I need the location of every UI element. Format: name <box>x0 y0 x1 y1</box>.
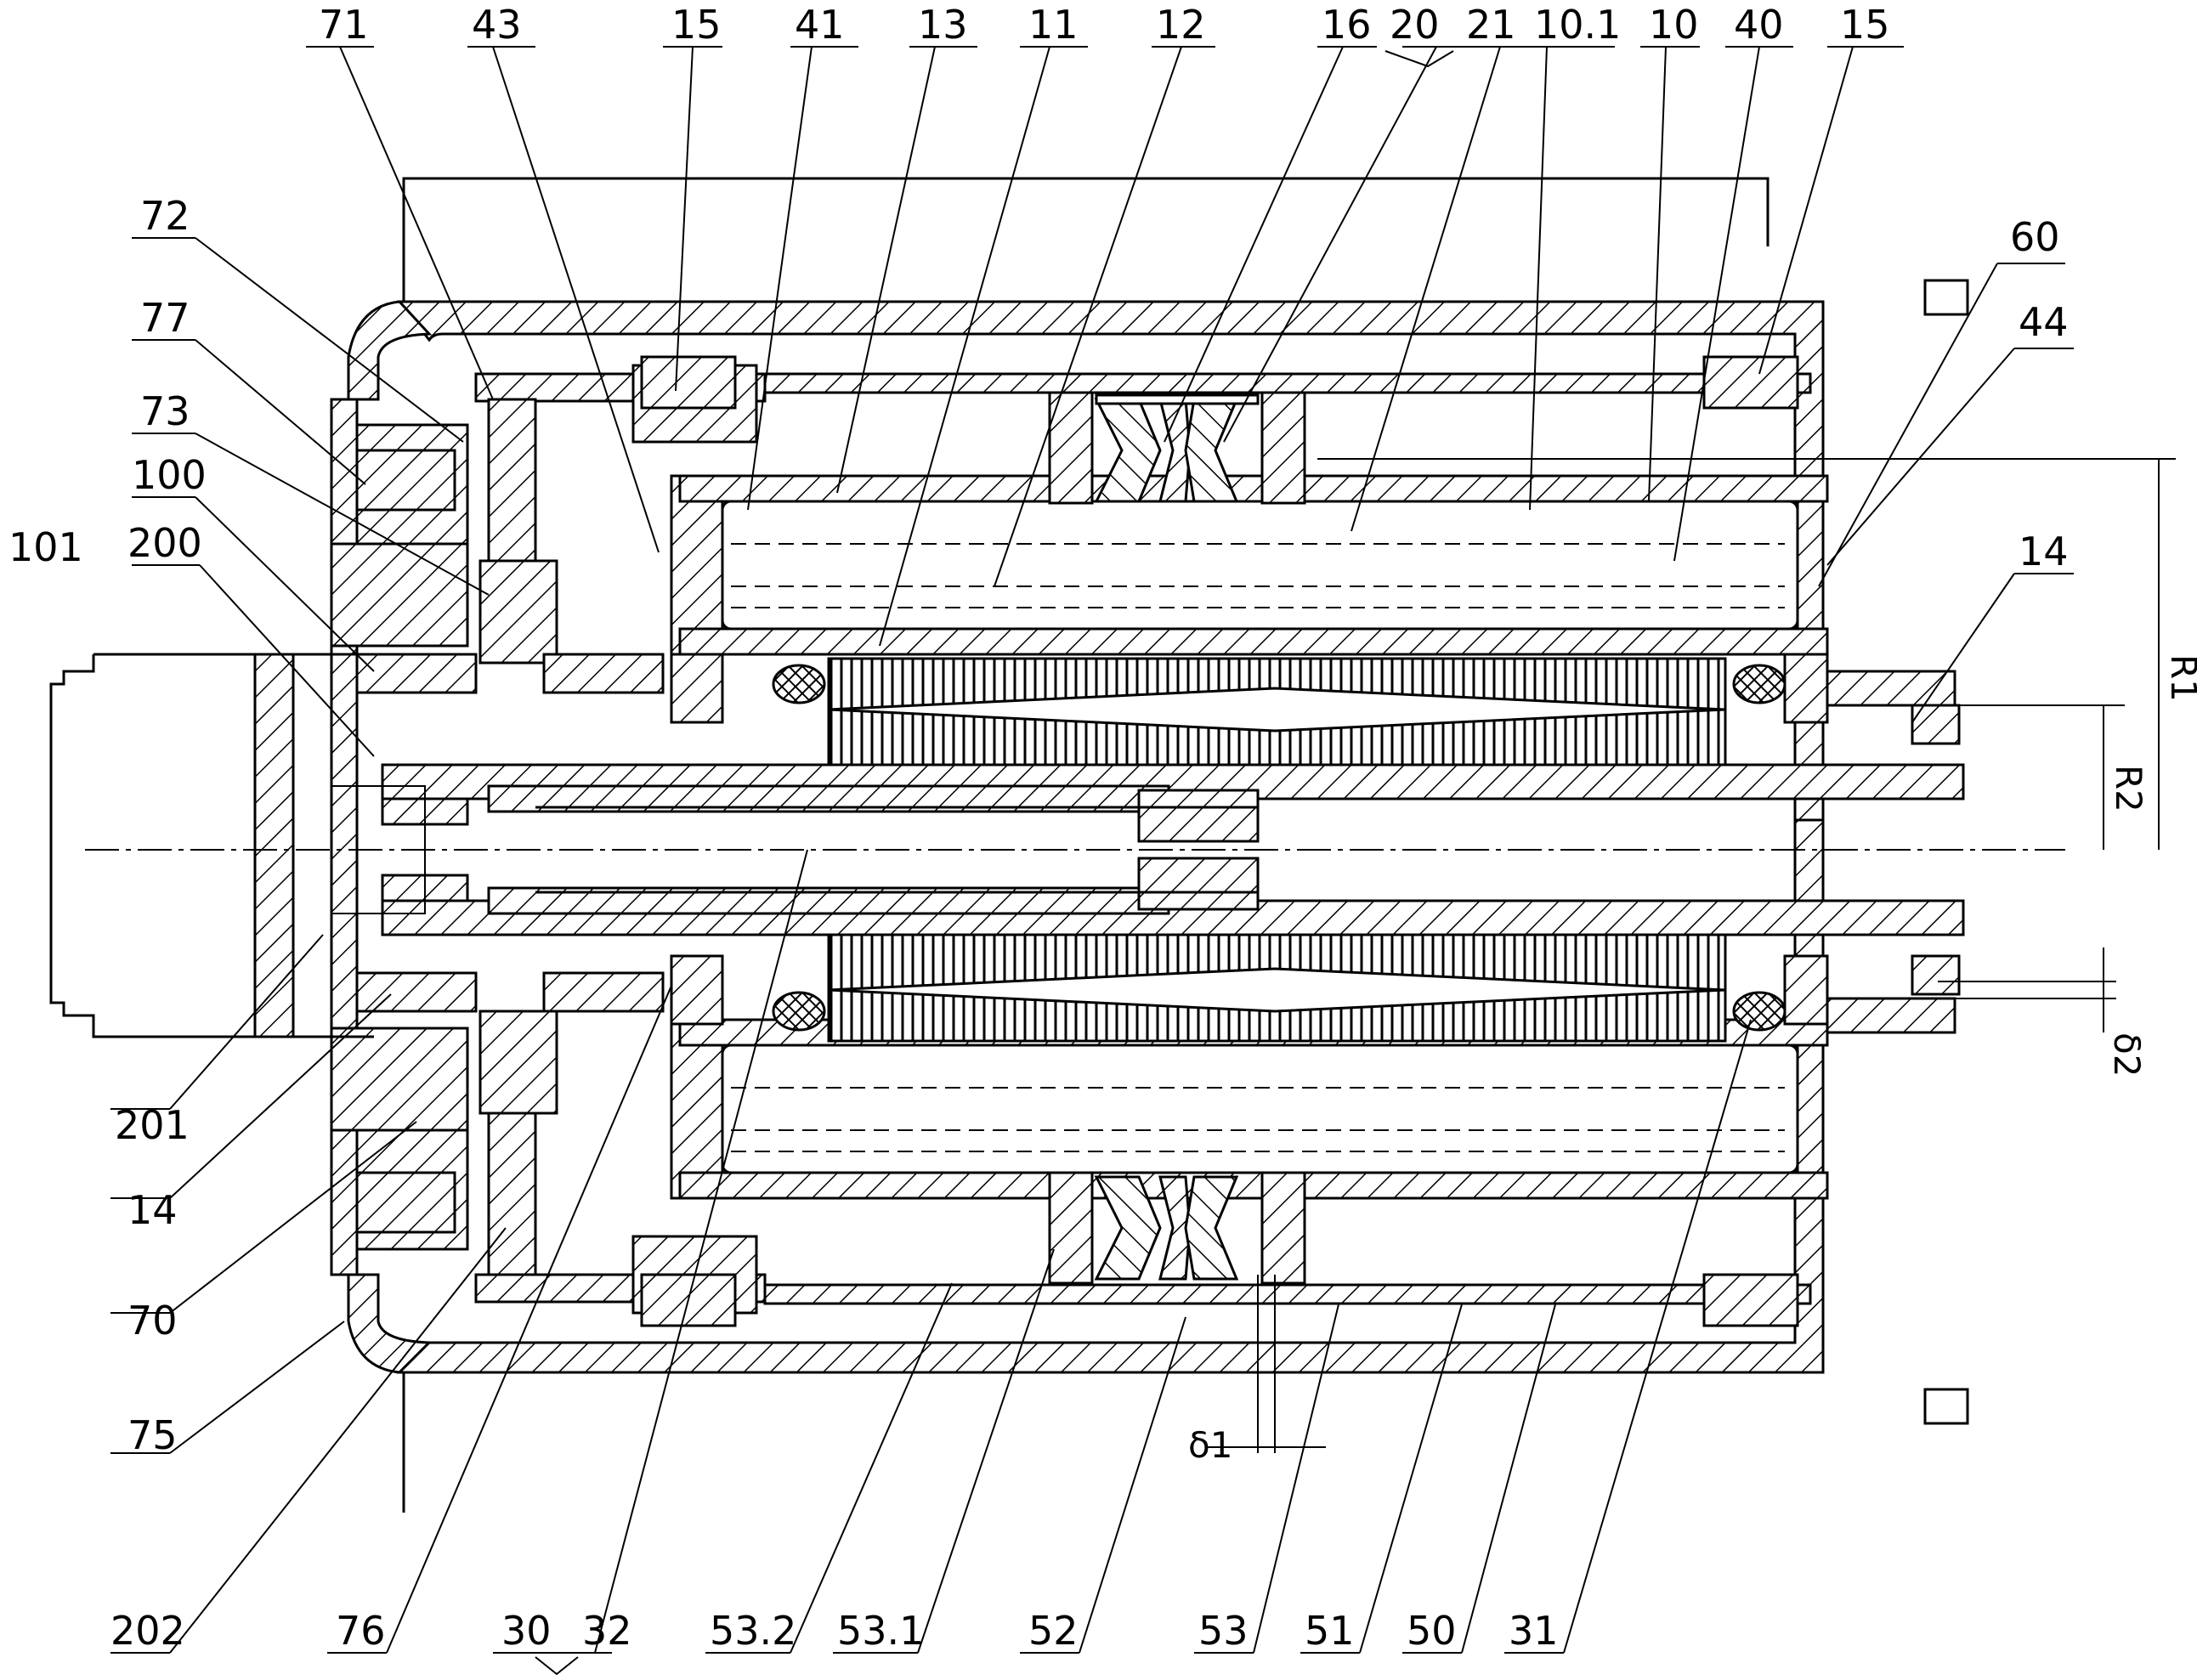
label-100: 100 <box>132 452 207 498</box>
dimension-r2: R2 <box>1955 704 2149 850</box>
cooling-chamber-upper <box>721 500 1799 631</box>
label-70: 70 <box>127 1298 178 1343</box>
dim-r2-label: R2 <box>2108 765 2149 812</box>
label-30: 30 <box>501 1608 552 1654</box>
spindle-lower <box>381 857 1965 936</box>
label-16: 16 <box>1322 2 1372 48</box>
label-44: 44 <box>2019 299 2069 345</box>
label-202: 202 <box>110 1608 185 1654</box>
stator-winding-lower <box>772 933 1786 1043</box>
label-53: 53 <box>1198 1608 1249 1654</box>
label-73: 73 <box>140 388 190 434</box>
label-20: 20 <box>1390 2 1440 48</box>
label-10-1: 10.1 <box>1534 2 1621 48</box>
leader-lines <box>110 46 2074 1676</box>
label-11: 11 <box>1028 2 1079 48</box>
label-51: 51 <box>1305 1608 1355 1654</box>
label-40: 40 <box>1734 2 1784 48</box>
label-12: 12 <box>1156 2 1206 48</box>
label-71: 71 <box>319 2 369 48</box>
callout-labels: 71 43 15 41 13 11 12 16 20 21 10.1 10 40… <box>8 2 2069 1654</box>
dimension-r1: R1 <box>1317 458 2197 850</box>
spindle-upper <box>381 763 1965 843</box>
right-end-assembly <box>1826 279 1969 1425</box>
label-15-right: 15 <box>1840 2 1890 48</box>
label-10: 10 <box>1649 2 1699 48</box>
label-41: 41 <box>795 2 845 48</box>
coupling-upper <box>1048 391 1306 505</box>
dim-delta1-label: δ1 <box>1188 1424 1232 1466</box>
label-201: 201 <box>115 1102 190 1148</box>
cooling-chamber-lower <box>721 1044 1799 1174</box>
stator-winding-upper <box>772 657 1786 766</box>
dim-r1-label: R1 <box>2163 654 2197 702</box>
coupling-lower <box>1048 1171 1306 1285</box>
label-32: 32 <box>582 1608 632 1654</box>
label-72: 72 <box>140 193 190 239</box>
chuck <box>49 653 374 1038</box>
dim-delta2-label: δ2 <box>2106 1032 2148 1077</box>
label-14-left: 14 <box>127 1187 178 1233</box>
gear-housing-upper <box>330 364 767 665</box>
label-31: 31 <box>1509 1608 1559 1654</box>
dimension-delta2: δ2 <box>1938 947 2148 1077</box>
machine-bed-outline <box>402 177 1769 1513</box>
rotor-drum-upper <box>670 372 1829 724</box>
label-53-1: 53.1 <box>837 1608 924 1654</box>
label-50: 50 <box>1407 1608 1457 1654</box>
label-76: 76 <box>336 1608 386 1654</box>
label-21: 21 <box>1466 2 1516 48</box>
label-75: 75 <box>127 1412 178 1458</box>
dimension-delta1: δ1 <box>1188 1275 1326 1466</box>
label-53-2: 53.2 <box>710 1608 796 1654</box>
label-200: 200 <box>127 520 202 566</box>
label-101: 101 <box>8 524 83 570</box>
label-52: 52 <box>1028 1608 1079 1654</box>
label-15: 15 <box>671 2 722 48</box>
label-14-right: 14 <box>2019 529 2069 574</box>
label-60: 60 <box>2010 214 2060 260</box>
label-13: 13 <box>918 2 968 48</box>
label-77: 77 <box>140 295 190 341</box>
label-43: 43 <box>472 2 522 48</box>
bearings <box>355 355 1799 1327</box>
